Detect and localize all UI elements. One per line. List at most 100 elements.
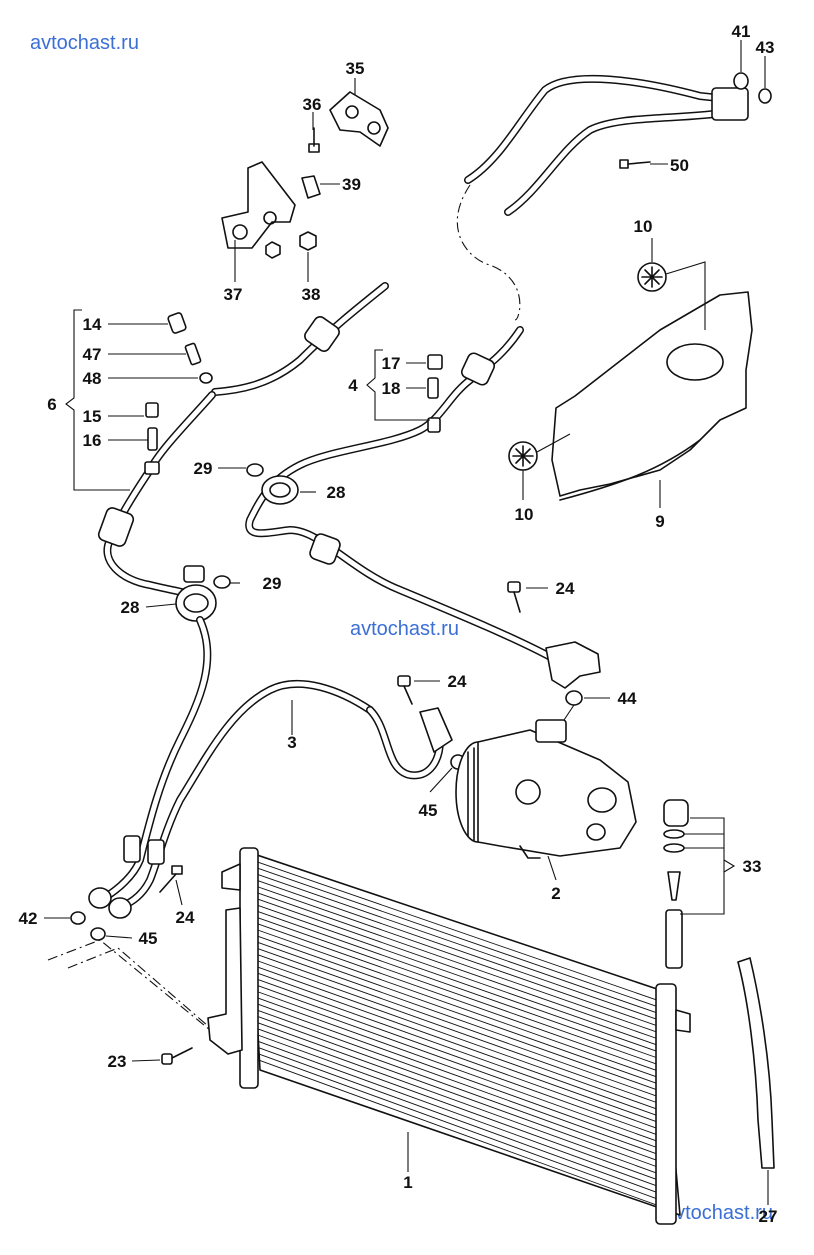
watermark-center: avtochast.ru (350, 618, 459, 640)
suction-pipe-upper (456, 74, 749, 321)
o-ring-42 (70, 911, 86, 925)
condenser-fin-line (257, 935, 659, 1078)
callout-29-lower: 29 (263, 574, 282, 593)
condenser-fin-line (257, 979, 659, 1123)
hose-4 (245, 326, 601, 689)
condenser-fin-line (257, 1009, 659, 1155)
callout-50: 50 (670, 156, 689, 175)
heat-shield-9 (551, 291, 753, 501)
bolt-24-middle (397, 675, 413, 705)
condenser-fin-line (257, 1016, 659, 1162)
bolt-23 (161, 1047, 193, 1065)
callout-27: 27 (759, 1207, 778, 1226)
hose-6-lower (96, 616, 212, 904)
callout-24-lower: 24 (176, 908, 195, 927)
condenser-fin-line (257, 972, 659, 1117)
hose-3 (114, 679, 453, 912)
callout-10-upper: 10 (634, 217, 653, 236)
condenser-fin-line (257, 985, 659, 1130)
callout-48: 48 (83, 369, 102, 388)
callout-24-middle: 24 (448, 672, 467, 691)
callout-9: 9 (655, 512, 664, 531)
callout-35: 35 (346, 59, 365, 78)
callout-42: 42 (19, 909, 38, 928)
callout-14: 14 (83, 315, 102, 334)
watermark-top-left: avtochast.ru (30, 32, 139, 54)
callout-45-upper: 45 (419, 801, 438, 820)
condenser-fin-line (257, 880, 659, 1021)
condenser-fin-line (257, 1053, 659, 1200)
callout-17: 17 (382, 354, 401, 373)
callout-23: 23 (108, 1052, 127, 1071)
condenser-fin-line (257, 911, 659, 1053)
callout-33: 33 (743, 857, 762, 876)
callout-18: 18 (382, 379, 401, 398)
o-ring-29-upper (246, 463, 264, 477)
condenser-fin-line (257, 874, 659, 1014)
callout-28-lower: 28 (121, 598, 140, 617)
callout-1: 1 (403, 1173, 412, 1192)
callout-2: 2 (551, 884, 560, 903)
condenser-fin-line (257, 942, 659, 1085)
valve-16 (147, 427, 158, 451)
callout-41: 41 (732, 22, 751, 41)
drier-kit-33 (663, 799, 689, 969)
bolt-24-lower (159, 865, 183, 893)
condenser-fin-line (257, 1022, 659, 1168)
condenser-fin-line (257, 917, 659, 1059)
condenser-fin-line (257, 923, 659, 1065)
condenser-fin-line (257, 966, 659, 1110)
fitting-6-lower (144, 461, 160, 475)
callout-6: 6 (47, 395, 56, 414)
condenser-fin-line (257, 954, 659, 1098)
callout-3: 3 (287, 733, 296, 752)
o-ring-45-lower (90, 927, 106, 941)
fitting-block-lower (88, 887, 132, 919)
condenser-fin-line (257, 886, 659, 1027)
o-ring-44 (565, 690, 583, 706)
condenser-fin-line (257, 1028, 659, 1174)
callout-16: 16 (83, 431, 102, 450)
condenser-fins (257, 861, 659, 1207)
condenser-fin-line (257, 898, 659, 1040)
bolt-24-upper (507, 581, 521, 613)
hose-6 (97, 282, 389, 599)
compressor-2 (455, 719, 637, 859)
condenser-fin-line (257, 867, 659, 1008)
clamp-35 (329, 91, 389, 147)
o-ring-43 (758, 88, 772, 104)
callout-4: 4 (348, 376, 358, 395)
damper-28-upper (261, 475, 299, 505)
callout-24-upper: 24 (556, 579, 575, 598)
callout-36: 36 (303, 95, 322, 114)
callout-37: 37 (224, 285, 243, 304)
o-ring-41 (733, 72, 749, 90)
condenser-fin-line (257, 892, 659, 1033)
clip-39 (301, 175, 321, 199)
callout-45-lower: 45 (139, 929, 158, 948)
cap-17 (427, 354, 443, 370)
o-ring-29-lower (213, 575, 231, 589)
callout-47: 47 (83, 345, 102, 364)
condenser-fin-line (257, 904, 659, 1046)
callout-15: 15 (83, 407, 102, 426)
grommet-10-upper (637, 262, 667, 292)
seal-48 (199, 372, 213, 384)
valve-core-47 (184, 342, 202, 366)
cap-15 (145, 402, 159, 418)
valve-18 (427, 377, 439, 399)
grommet-10-lower (508, 441, 538, 471)
callout-29-upper: 29 (194, 459, 213, 478)
screw-50 (619, 159, 651, 169)
condenser-fin-line (257, 960, 659, 1104)
bracket-37 (221, 161, 296, 249)
condenser-1 (207, 847, 691, 1225)
callout-10-lower: 10 (515, 505, 534, 524)
condenser-fin-line (257, 929, 659, 1072)
seal-strip-27 (737, 957, 775, 1169)
callout-44: 44 (618, 689, 637, 708)
damper-28-lower (175, 565, 217, 622)
condenser-fin-line (257, 1003, 659, 1149)
callout-28-upper: 28 (327, 483, 346, 502)
